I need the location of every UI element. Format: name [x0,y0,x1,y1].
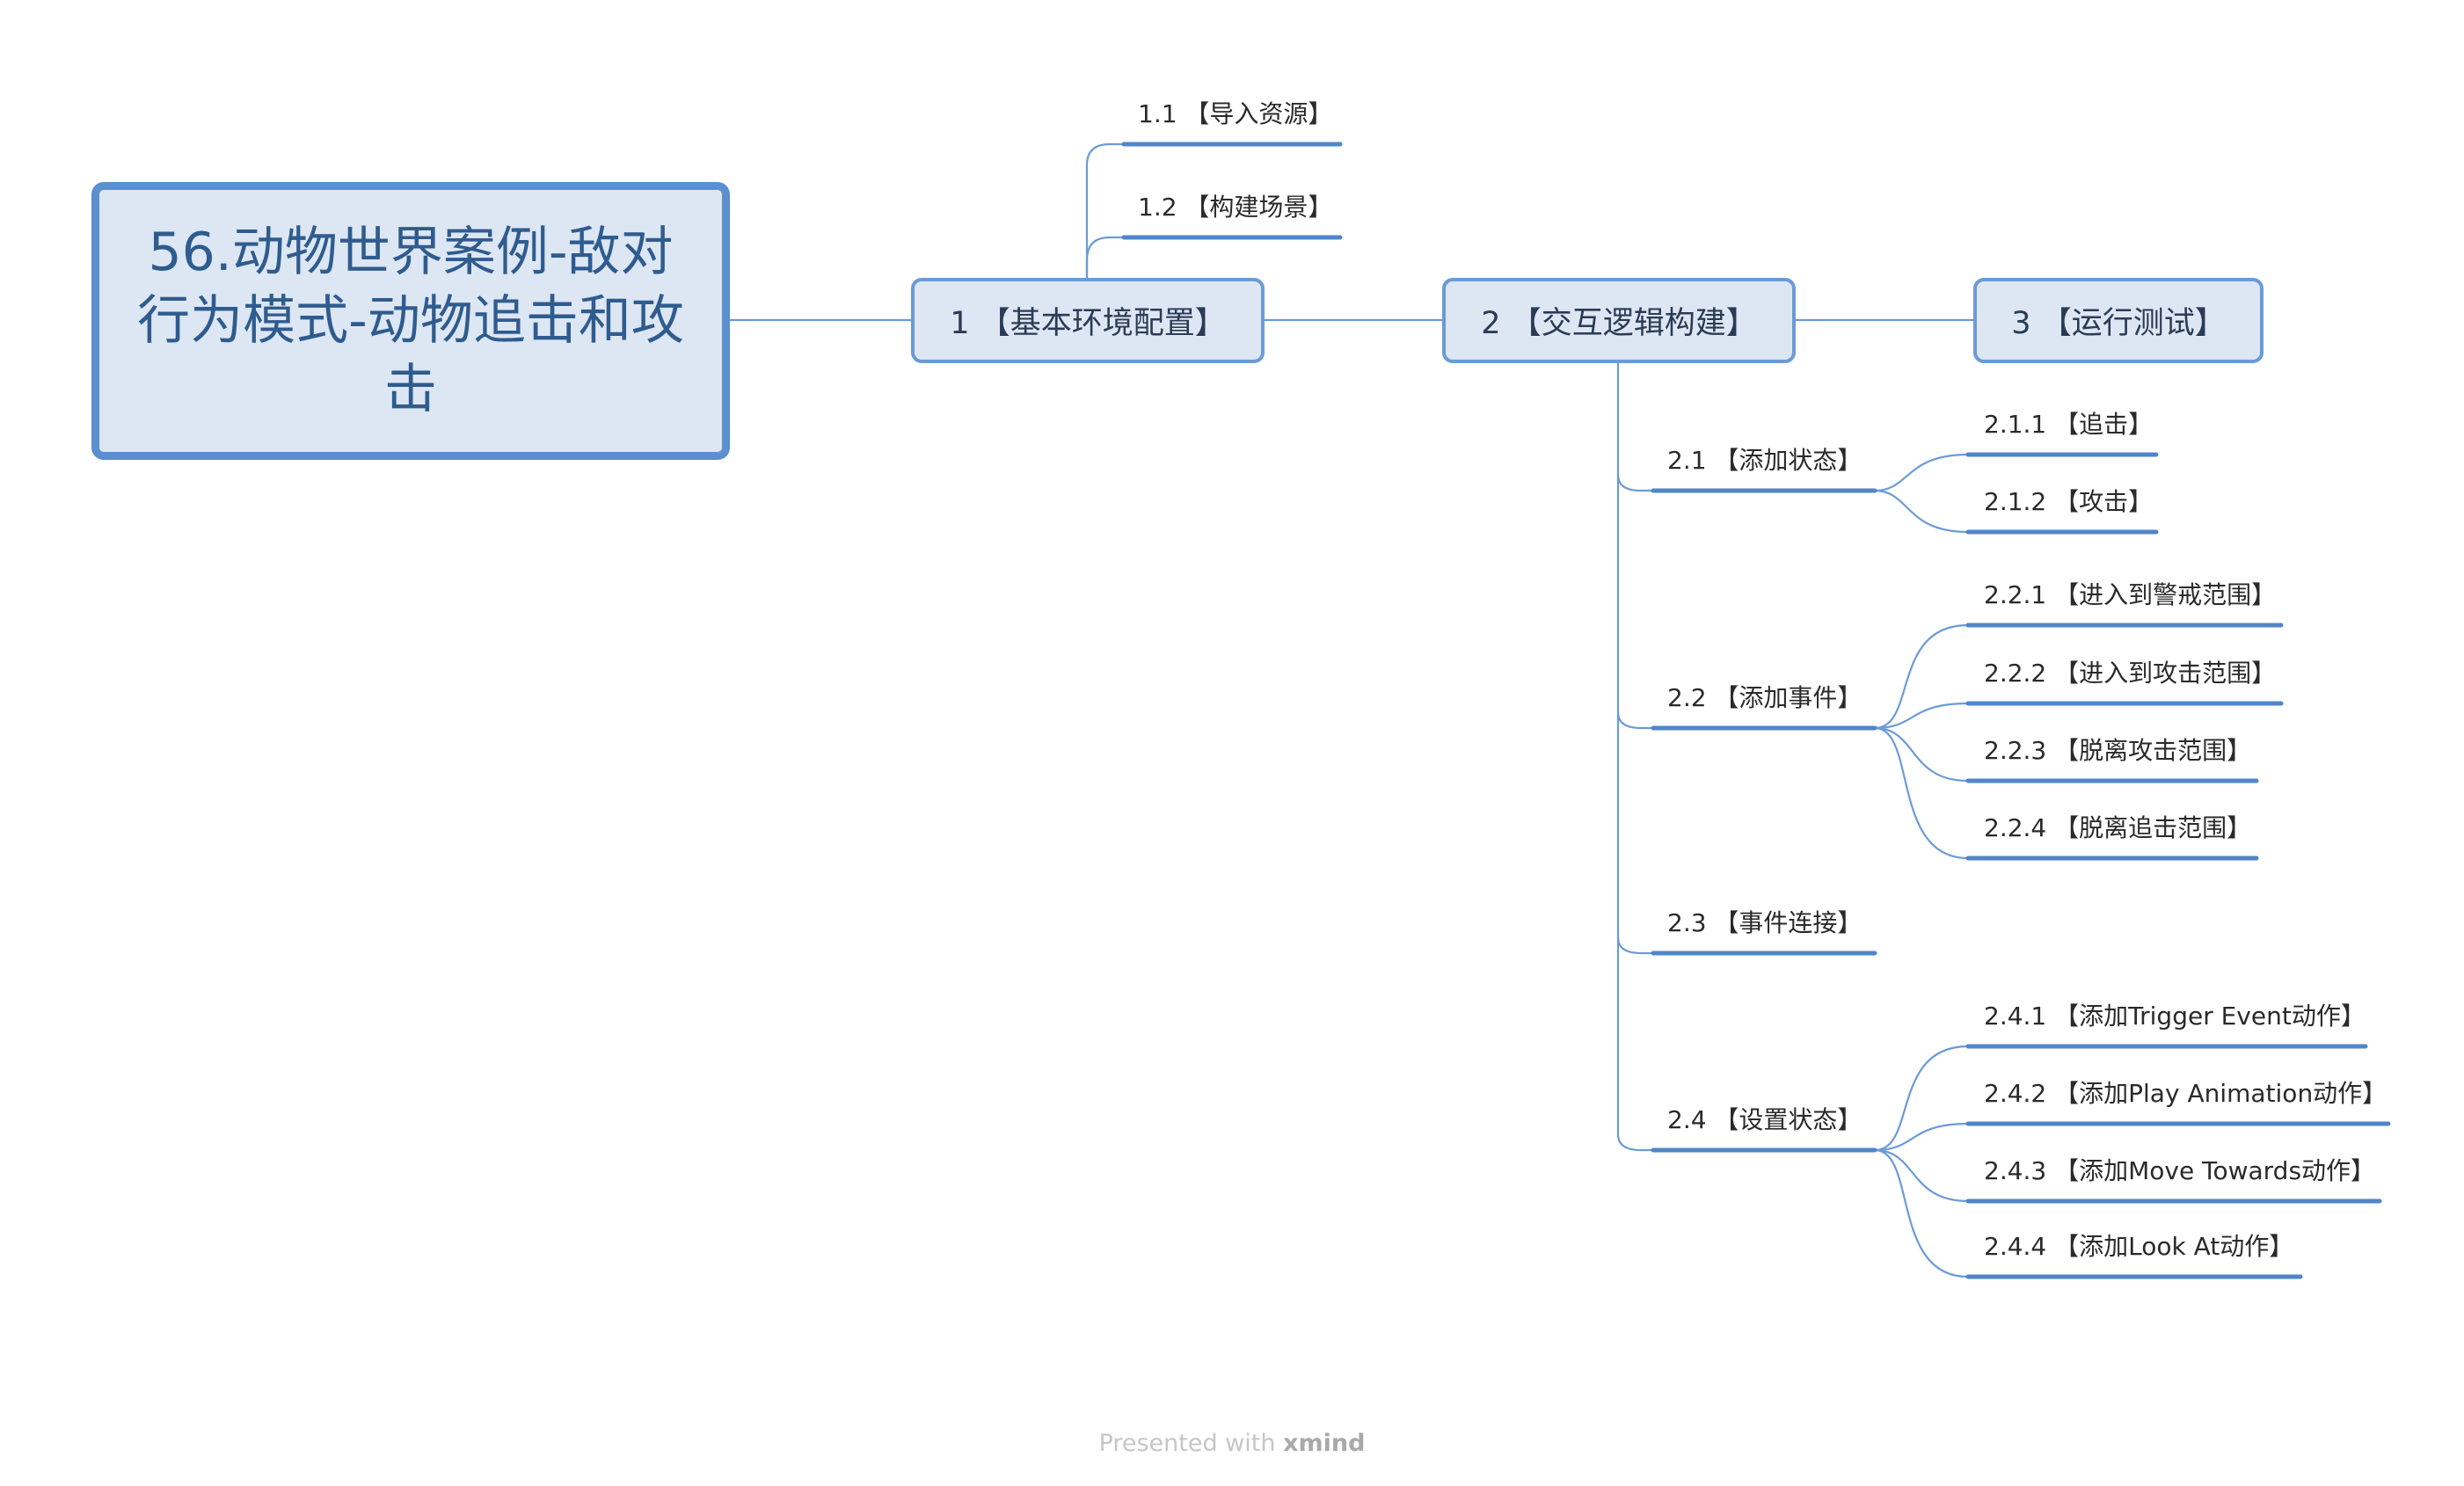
subtopic-2-4-3[interactable]: 2.4.3 【添加Move Towards动作】 [1984,1156,2376,1185]
connector-b1-1.2 [1085,236,1124,280]
connector-2.1-2.1.1 [1874,453,1969,492]
subtopic-2-4-2[interactable]: 2.4.2 【添加Play Animation动作】 [1984,1079,2387,1108]
branch-topic-2[interactable]: 2 【交互逻辑构建】 [1442,278,1796,363]
connector-b2-trunk [1616,362,1653,1152]
connector-2.2-2.2.3 [1874,726,1969,783]
connector-2.4-2.4.2 [1874,1122,1969,1152]
subtopic-2-4-4[interactable]: 2.4.4 【添加Look At动作】 [1984,1232,2294,1261]
connector-b2-2.1 [1616,474,1653,492]
connector-2.2-2.2.4 [1874,726,1969,860]
connector-2.4-2.4.1 [1874,1045,1969,1152]
branch-topic-1[interactable]: 1 【基本环境配置】 [911,278,1265,363]
xmind-brand: xmind [1283,1430,1366,1457]
connector-2.1-2.1.2 [1874,489,1969,534]
subtopic-2-2-4[interactable]: 2.2.4 【脱离追击范围】 [1984,813,2252,842]
subtopic-2-4[interactable]: 2.4 【设置状态】 [1667,1105,1863,1134]
subtopic-2-3[interactable]: 2.3 【事件连接】 [1667,908,1863,937]
connector-b2-2.2 [1616,711,1653,730]
subtopic-1-2[interactable]: 1.2 【构建场景】 [1138,193,1333,222]
connector-b2-2.3 [1616,936,1653,955]
branch-topic-label: 2 【交互逻辑构建】 [1481,306,1757,341]
footer-prefix: Presented with [1098,1430,1276,1457]
presented-with-footer: Presented with xmind [0,1430,2464,1457]
subtopic-2-2-3[interactable]: 2.2.3 【脱离攻击范围】 [1984,736,2252,765]
subtopic-2-4-1[interactable]: 2.4.1 【添加Trigger Event动作】 [1984,1002,2366,1031]
subtopic-2-2-1[interactable]: 2.2.1 【进入到警戒范围】 [1984,580,2277,609]
central-topic[interactable]: 56.动物世界案例-敌对行为模式-动物追击和攻击 [91,182,730,460]
subtopic-1-1[interactable]: 1.1 【导入资源】 [1138,99,1333,128]
central-topic-title: 56.动物世界案例-敌对行为模式-动物追击和攻击 [137,222,684,420]
connector-2.2-2.2.2 [1874,702,1969,730]
connector-2.4-2.4.4 [1874,1148,1969,1278]
subtopic-2-1[interactable]: 2.1 【添加状态】 [1667,446,1863,475]
subtopic-2-2[interactable]: 2.2 【添加事件】 [1667,683,1863,712]
connector-2.2-2.2.1 [1874,623,1969,730]
branch-topic-3[interactable]: 3 【运行测试】 [1973,278,2264,363]
subtopic-2-1-1[interactable]: 2.1.1 【追击】 [1984,410,2154,439]
branch-topic-label: 1 【基本环境配置】 [950,306,1226,341]
connector-b1-1.1 [1085,142,1124,280]
connector-2.4-2.4.3 [1874,1148,1969,1203]
branch-topic-label: 3 【运行测试】 [2011,306,2226,341]
subtopic-2-1-2[interactable]: 2.1.2 【攻击】 [1984,487,2154,516]
subtopic-2-2-2[interactable]: 2.2.2 【进入到攻击范围】 [1984,659,2277,688]
